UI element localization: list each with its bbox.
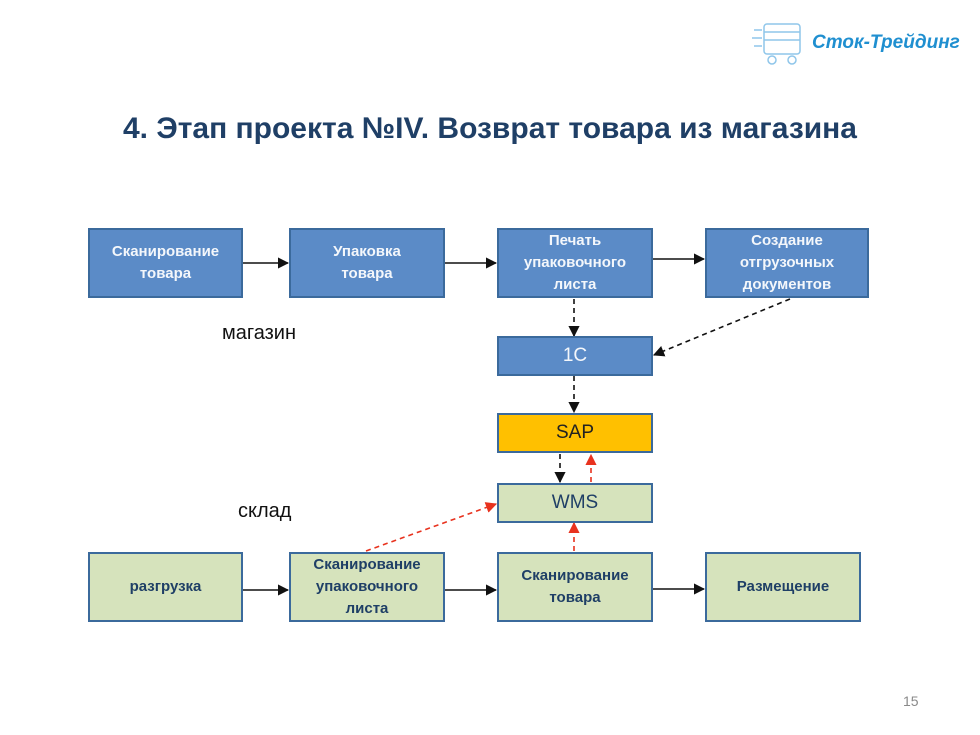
- warehouse-step-unload: разгрузка: [88, 552, 243, 622]
- page-title: 4. Этап проекта №IV. Возврат товара из м…: [123, 112, 857, 145]
- store-step-print-list: Печать упаковочного листа: [497, 228, 653, 298]
- page-number: 15: [903, 693, 919, 709]
- system-sap: SAP: [497, 413, 653, 453]
- system-1c: 1С: [497, 336, 653, 376]
- company-logo: Сток-Трейдинг: [750, 18, 965, 70]
- store-step-pack: Упаковка товара: [289, 228, 445, 298]
- arrow-packscan-to-wms: [365, 502, 498, 552]
- store-step-scan: Сканирование товара: [88, 228, 243, 298]
- warehouse-step-scan-goods: Сканирование товара: [497, 552, 653, 622]
- logo-text: Сток-Трейдинг: [812, 32, 960, 53]
- label-store: магазин: [222, 322, 297, 344]
- system-wms: WMS: [497, 483, 653, 523]
- warehouse-step-scan-packing-list: Сканирование упаковочного листа: [289, 552, 445, 622]
- arrow-docs-to-1c: [652, 298, 791, 357]
- store-step-create-docs: Создание отгрузочных документов: [705, 228, 869, 298]
- truck-icon: [752, 23, 801, 65]
- warehouse-step-placement: Размещение: [705, 552, 861, 622]
- label-warehouse: склад: [238, 500, 292, 522]
